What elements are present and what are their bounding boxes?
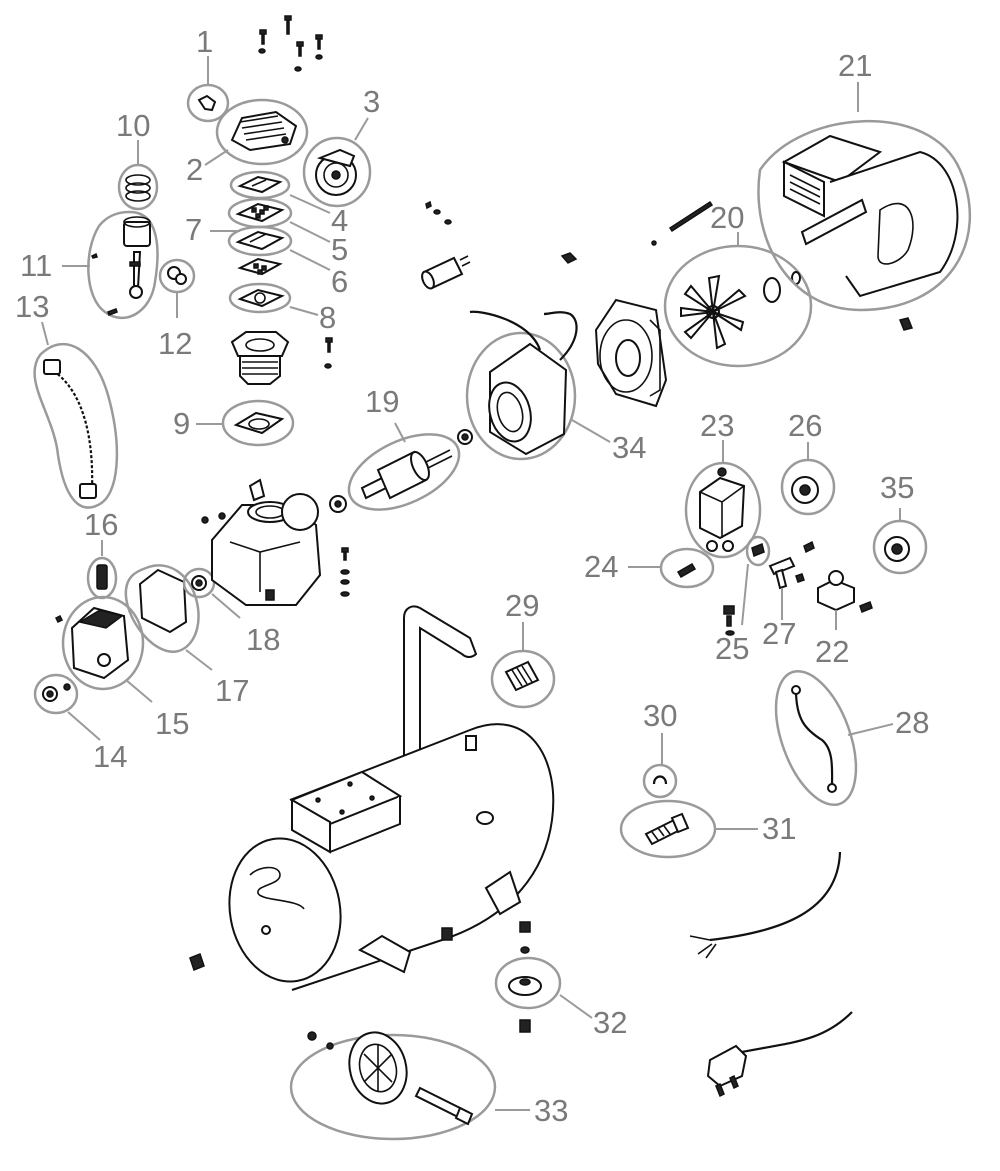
label-3: 3 <box>363 84 380 119</box>
fitting-icon: 24 <box>584 547 715 589</box>
label-11: 11 <box>20 248 52 283</box>
gauge-icon: 35 <box>872 470 928 575</box>
label-14: 14 <box>93 739 127 774</box>
label-28: 28 <box>895 705 929 740</box>
label-31: 31 <box>762 811 796 846</box>
label-30: 30 <box>643 698 677 733</box>
label-24: 24 <box>584 549 618 584</box>
clip-icon: 30 <box>642 698 677 799</box>
gasket-icon: 9 <box>173 399 295 447</box>
rotor-icon: 19 <box>347 384 461 511</box>
piston-rings-icon: 10 <box>116 108 159 211</box>
hose-icon: 13 <box>15 289 119 509</box>
label-27: 27 <box>762 616 796 651</box>
label-9: 9 <box>173 406 190 441</box>
cylinder-head-icon: 2 <box>186 98 309 187</box>
air-filter-icon: 3 <box>302 84 380 208</box>
label-1: 1 <box>196 24 213 59</box>
rubber-foot-icon: 32 <box>494 921 627 1040</box>
screw-icon <box>324 337 333 369</box>
screw-icon <box>258 15 323 72</box>
fan-icon: 20 <box>651 200 813 368</box>
label-6: 6 <box>331 264 348 299</box>
screw-icon: 16 <box>84 507 118 600</box>
valve-plate-icon: 5 <box>227 197 348 267</box>
label-21: 21 <box>838 48 872 83</box>
part-1-elbow-fitting: 1 <box>186 24 230 123</box>
wheel-icon: 33 <box>289 1031 568 1141</box>
fan-cover-icon: 21 <box>757 48 971 331</box>
label-4: 4 <box>331 203 348 238</box>
label-18: 18 <box>246 622 280 657</box>
terminal-box-icon: 15 <box>54 595 189 741</box>
label-35: 35 <box>880 470 914 505</box>
label-17: 17 <box>215 673 249 708</box>
label-22: 22 <box>815 634 849 669</box>
label-33: 33 <box>534 1093 568 1128</box>
filter-element-icon: 29 <box>490 588 556 709</box>
label-10: 10 <box>116 108 150 143</box>
label-26: 26 <box>788 408 822 443</box>
stator-icon: 34 <box>465 310 646 465</box>
label-5: 5 <box>331 232 348 267</box>
end-shield-icon <box>594 298 668 408</box>
label-15: 15 <box>155 706 189 741</box>
washer-icon: 18 <box>182 567 280 657</box>
connecting-rod-icon: 11 <box>20 210 159 320</box>
pressure-switch-icon: 23 <box>684 408 762 559</box>
label-13: 13 <box>15 289 49 324</box>
label-25: 25 <box>715 631 749 666</box>
nut-icon: 14 <box>33 673 127 774</box>
crankcase-icon <box>201 478 350 606</box>
gasket-icon: 8 <box>228 282 336 335</box>
cylinder-icon <box>230 331 290 385</box>
tank-icon <box>189 605 555 991</box>
label-19: 19 <box>365 384 399 419</box>
valve-plate-icon <box>237 257 283 276</box>
bushing-icon: 12 <box>158 258 196 361</box>
bearing-icon <box>329 429 473 513</box>
nipple-icon: 25 <box>715 535 771 666</box>
label-16: 16 <box>84 507 118 542</box>
label-12: 12 <box>158 326 192 361</box>
label-8: 8 <box>319 300 336 335</box>
label-2: 2 <box>186 152 203 187</box>
regulator-icon: 22 <box>815 570 873 669</box>
gasket-icon: 17 <box>124 564 249 708</box>
label-20: 20 <box>710 200 744 235</box>
check-valve-icon: 31 <box>619 799 796 859</box>
label-23: 23 <box>700 408 734 443</box>
gauge-icon: 26 <box>780 408 836 516</box>
tee-fitting-icon: 27 <box>762 540 815 651</box>
label-7: 7 <box>185 212 202 247</box>
power-cable-icon <box>689 851 842 959</box>
gasket-icon: 6 7 <box>185 212 348 299</box>
hose-icon: 28 <box>774 669 929 807</box>
label-32: 32 <box>593 1005 627 1040</box>
capacitor-icon <box>421 200 578 290</box>
power-plug-icon <box>706 1011 853 1098</box>
label-34: 34 <box>612 430 646 465</box>
label-29: 29 <box>505 588 539 623</box>
